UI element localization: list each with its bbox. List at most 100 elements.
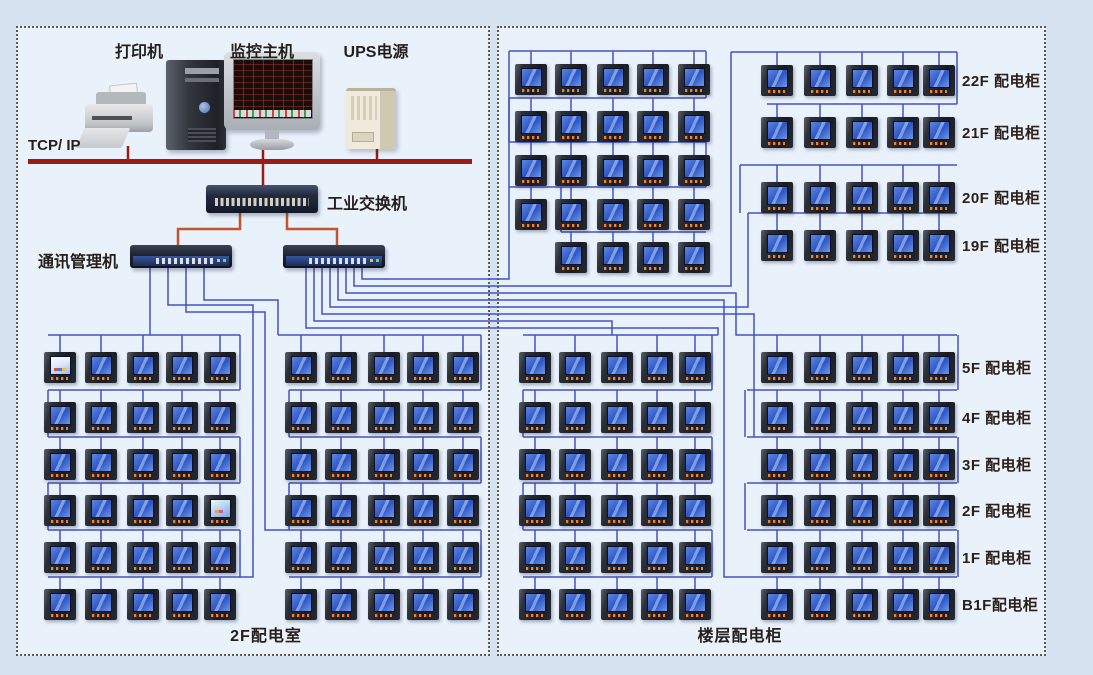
rs485-wire: [337, 268, 747, 578]
power-meter: [447, 589, 479, 620]
power-meter: [678, 242, 710, 273]
power-meter: [555, 64, 587, 95]
power-meter: [923, 449, 955, 480]
power-meter: [285, 495, 317, 526]
power-meter: [407, 589, 439, 620]
printer-label: 打印机: [114, 44, 164, 61]
rs485-wire: [361, 51, 510, 280]
power-meter: [368, 495, 400, 526]
power-meter: [515, 199, 547, 230]
power-meter: [127, 449, 159, 480]
power-meter: [447, 449, 479, 480]
manager-ports: [156, 258, 214, 264]
power-meter: [679, 449, 711, 480]
power-meter: [368, 589, 400, 620]
left-section-label: 2F配电室: [230, 628, 302, 645]
power-meter: [887, 495, 919, 526]
power-meter: [804, 542, 836, 573]
rs485-wire: [47, 334, 241, 592]
rs485-wire: [203, 268, 279, 335]
power-meter: [679, 402, 711, 433]
power-meter: [204, 352, 236, 383]
power-meter: [887, 449, 919, 480]
power-meter: [761, 449, 793, 480]
power-meter: [325, 589, 357, 620]
comm-manager-2-image: [283, 245, 385, 268]
power-meter: [923, 495, 955, 526]
power-meter: [641, 402, 673, 433]
power-meter: [678, 64, 710, 95]
ups-vent: [351, 96, 377, 120]
power-meter: [447, 352, 479, 383]
power-meter: [601, 449, 633, 480]
power-meter: [641, 352, 673, 383]
printer-image: [75, 82, 160, 150]
power-meter: [85, 542, 117, 573]
power-meter: [368, 449, 400, 480]
power-meter: [804, 589, 836, 620]
power-meter: [679, 352, 711, 383]
floor-cabinet-label: 3F 配电柜: [962, 457, 1032, 474]
rs485-wire: [313, 268, 613, 335]
power-meter: [761, 542, 793, 573]
power-meter: [887, 182, 919, 213]
power-meter: [923, 182, 955, 213]
power-meter: [447, 402, 479, 433]
power-meter: [637, 242, 669, 273]
power-meter: [846, 449, 878, 480]
printer-slot: [92, 116, 132, 120]
power-meter: [601, 352, 633, 383]
manager-led: [376, 259, 379, 262]
power-meter: [597, 155, 629, 186]
power-meter: [804, 495, 836, 526]
power-meter: [166, 495, 198, 526]
rs485-wire: [305, 268, 719, 335]
power-meter: [166, 449, 198, 480]
power-meter: [761, 65, 793, 96]
manager-ports: [309, 258, 367, 264]
power-meter: [846, 589, 878, 620]
monitor-base: [250, 139, 294, 150]
power-meter: [887, 230, 919, 261]
power-meter: [166, 542, 198, 573]
power-meter: [597, 64, 629, 95]
power-meter: [44, 495, 76, 526]
rs485-wire: [744, 334, 959, 592]
power-meter: [407, 542, 439, 573]
tower-drive-bay: [185, 78, 219, 82]
power-meter: [127, 542, 159, 573]
power-meter: [761, 117, 793, 148]
floor-cabinet-label: 21F 配电柜: [962, 125, 1041, 142]
power-meter: [559, 449, 591, 480]
monitor-scada-screen: [233, 59, 313, 119]
printer-top: [96, 92, 146, 106]
power-meter: [804, 449, 836, 480]
rs485-wire: [345, 268, 747, 336]
host-label: 监控主机: [229, 44, 295, 61]
multifunction-meter: [204, 495, 236, 526]
power-meter: [519, 402, 551, 433]
power-meter: [846, 542, 878, 573]
power-meter: [166, 402, 198, 433]
power-meter: [85, 352, 117, 383]
tower-drive-bay: [185, 68, 219, 74]
power-meter: [804, 117, 836, 148]
power-meter: [641, 542, 673, 573]
power-meter: [85, 449, 117, 480]
power-meter: [555, 155, 587, 186]
power-meter: [601, 495, 633, 526]
power-meter: [887, 589, 919, 620]
power-meter: [368, 542, 400, 573]
power-meter: [166, 589, 198, 620]
rs485-wire: [321, 268, 755, 437]
power-meter: [887, 542, 919, 573]
power-meter: [85, 402, 117, 433]
power-meter: [804, 352, 836, 383]
comm-manager-label: 通讯管理机: [38, 254, 119, 271]
power-meter: [515, 64, 547, 95]
power-meter: [601, 589, 633, 620]
power-meter: [761, 352, 793, 383]
power-meter: [678, 111, 710, 142]
